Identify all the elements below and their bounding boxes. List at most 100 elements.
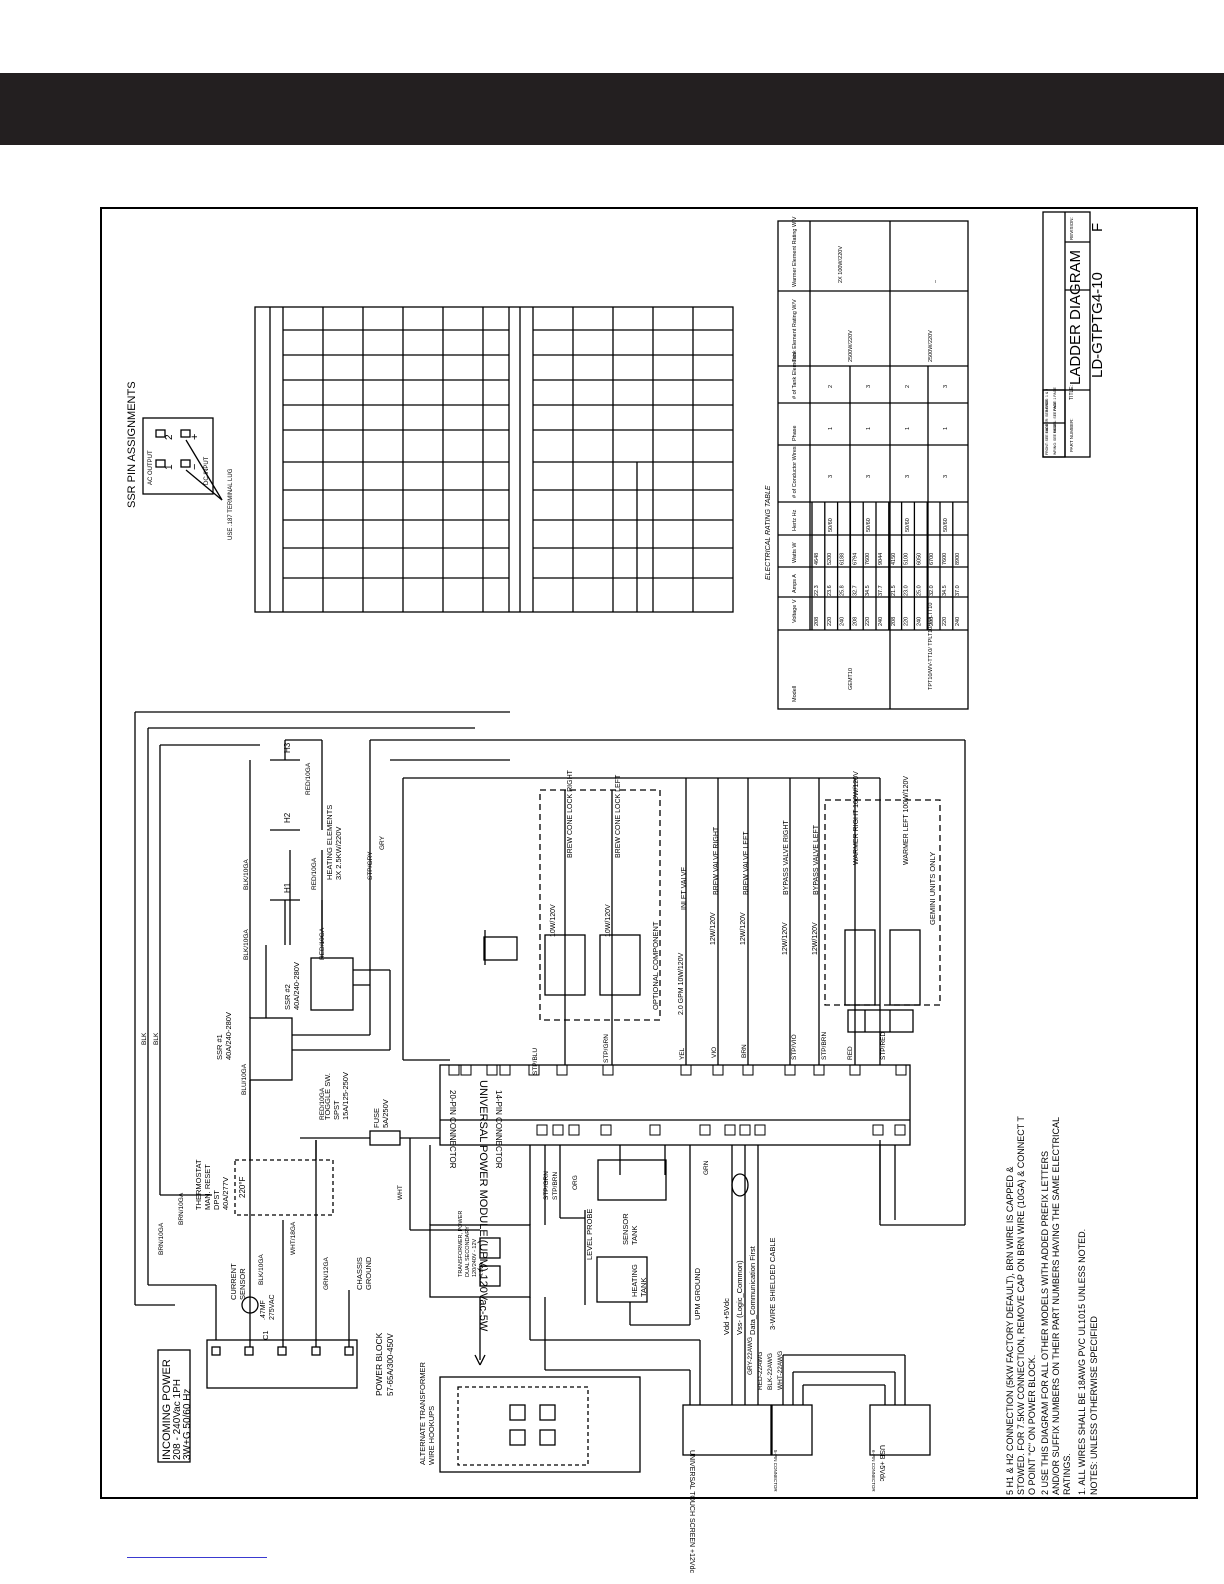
capacitor-2: .47MF [260,1300,267,1320]
wire-label: ORG [572,1175,579,1190]
transformer-1: TRANSFORMER, POWER [458,1211,464,1277]
ssr-pin-2: 2 [164,434,175,440]
heating-tank-1: HEATING [630,1264,639,1297]
rating-header: # of Conductor Wires [792,446,798,498]
rating-wires: 3 [866,475,872,478]
wire-label: RED-22AWG [757,1352,764,1390]
rating-elements: 3 [943,385,949,388]
sensor-tank-1: SENSOR [621,1213,630,1245]
capacitor-1: C1 [261,1330,270,1340]
rating-voltage: 208 [929,617,935,626]
rating-watts: 7600 [942,553,948,565]
signal-vdd: Vdd +5Vdc [722,1298,731,1335]
load-label: BREW VALVE LEFT [743,831,750,895]
rating-table-cells: GEMT1020822.3464822023.6520024025.861882… [814,246,961,690]
rating-hertz: 50/60 [866,518,872,532]
usb-label: USB +5Vdc [878,1445,885,1482]
ssr1-label-1: SSR #1 [215,1034,224,1060]
ssr-title: SSR PIN ASSIGNMENTS [126,381,138,508]
load-rating: 10W/120V [605,904,612,937]
wire-label: BRN/10GA [178,1192,185,1225]
rating-tank-element: 2500W/220V [928,330,934,362]
load-rating: 12W/120V [782,922,789,955]
load-label: BYPASS VALVE LEFT [813,824,820,895]
chassis-ground-1: CHASSIS [355,1257,364,1290]
rating-wires: 3 [943,475,949,478]
rating-amps: 25.8 [840,585,846,596]
part-number-label: PART NUMBER: [1069,418,1074,452]
ssr-lug-note: USE .187 TERMINAL LUG [228,468,234,540]
rating-header: Amps A [792,574,798,593]
level-probe: LEVEL PROBE [585,1209,594,1260]
heating-tank-2: TANK [639,1278,648,1297]
wire-label: STP/BRN [552,1172,559,1200]
heating-elements-2: 3X 2.5KW/220V [334,827,343,880]
load-rating: 12W/120V [740,912,747,945]
rating-header: Warmer Element Rating W/V [792,216,798,287]
rating-amps: 23.6 [827,585,833,596]
rating-voltage: 220 [827,617,833,626]
rating-hertz: 50/60 [943,518,949,532]
load-label: WARMER RIGHT 100W/120V [853,771,860,865]
wire-label: STP/GRY [367,851,374,880]
ssr-plus: + [189,434,201,440]
transformer-4: 4.8VA [479,1262,485,1277]
load-rating: 10W/120V [550,904,557,937]
rating-watts: 4648 [814,553,820,565]
drawing-frame [100,207,1198,1499]
ssr-minus: − [189,464,201,470]
thermostat-3: DPST [212,1190,221,1210]
ssr2-label-1: SSR #2 [283,984,292,1010]
note-2-line-2: AND/OR SUFFIX NUMBERS ON THEIR PART NUMB… [1051,1117,1061,1495]
wire-label: STP/GRN [543,1171,550,1200]
ssr-ac-output: AC OUTPUT [148,450,154,485]
rating-amps: 32.7 [852,585,858,596]
wire-label: BLK [141,1032,148,1045]
wire-label: BLK/10GA [243,929,250,960]
wire-label: STP/BLU [532,1048,539,1075]
rating-phase: 1 [943,427,949,430]
ssr1-label-2: 40A/240-280V [224,1012,233,1060]
wire-label: BLU/10GA [241,1063,248,1095]
load-label: BREW CONE LOCK LEFT [615,774,622,858]
ssr-pin-assignments [142,417,223,501]
incoming-power-2: 208 - 240Vac 1PH [172,1379,183,1460]
ssr-pin-1: 1 [164,464,175,470]
current-sensor-1: CURRENT [229,1263,238,1300]
rating-voltage: 240 [840,617,846,626]
rating-header: Modell [792,686,798,702]
rating-elements: 3 [866,385,872,388]
rating-voltage: 220 [865,617,871,626]
rating-table-grid [777,220,969,710]
load-rating: 2.0 GPM 10W/120V [678,952,685,1015]
rating-header: # of Tank Elements [792,352,798,399]
title-block-field: MODEL: SEE PAGE [1053,401,1057,433]
toggle-3: 15A/125-250V [341,1072,350,1120]
title-block-field: FRONT: SEE PAGE [1045,423,1049,455]
rating-phase: 1 [828,427,834,430]
rating-hertz: 50/60 [828,518,834,532]
rating-phase: 1 [866,427,872,430]
wire-label: GRY [379,835,386,850]
alt-transformer-1: ALTERNATE TRANSFORMER [418,1361,427,1465]
wire-label: STP/GRN [603,1034,610,1063]
power-block-2: 57-65A/300-450V [386,1333,395,1396]
rating-amps: 37.7 [878,585,884,596]
rating-voltage: 240 [878,617,884,626]
capacitor-3: 275VAC [269,1294,276,1320]
rating-amps: 22.3 [814,585,820,596]
rating-wires: 3 [828,475,834,478]
rating-model: TPT10/WV-TT10/ TPLT10/TPLTT10 [928,603,934,690]
rating-watts: 5200 [827,553,833,565]
element-h3: H3 [283,742,292,753]
rating-watts: 6794 [852,553,858,565]
rating-model: GEMT10 [848,668,854,690]
wire-label: BLK-22AWG [767,1353,774,1390]
rating-watts: 6700 [929,553,935,565]
rating-warmer-element: 2X 100W/220V [838,246,844,283]
load-label: WARMER LEFT 100W/120V [903,776,910,865]
rating-voltage: 240 [955,617,961,626]
optional-component: OPTIONAL COMPONENT [651,921,660,1010]
